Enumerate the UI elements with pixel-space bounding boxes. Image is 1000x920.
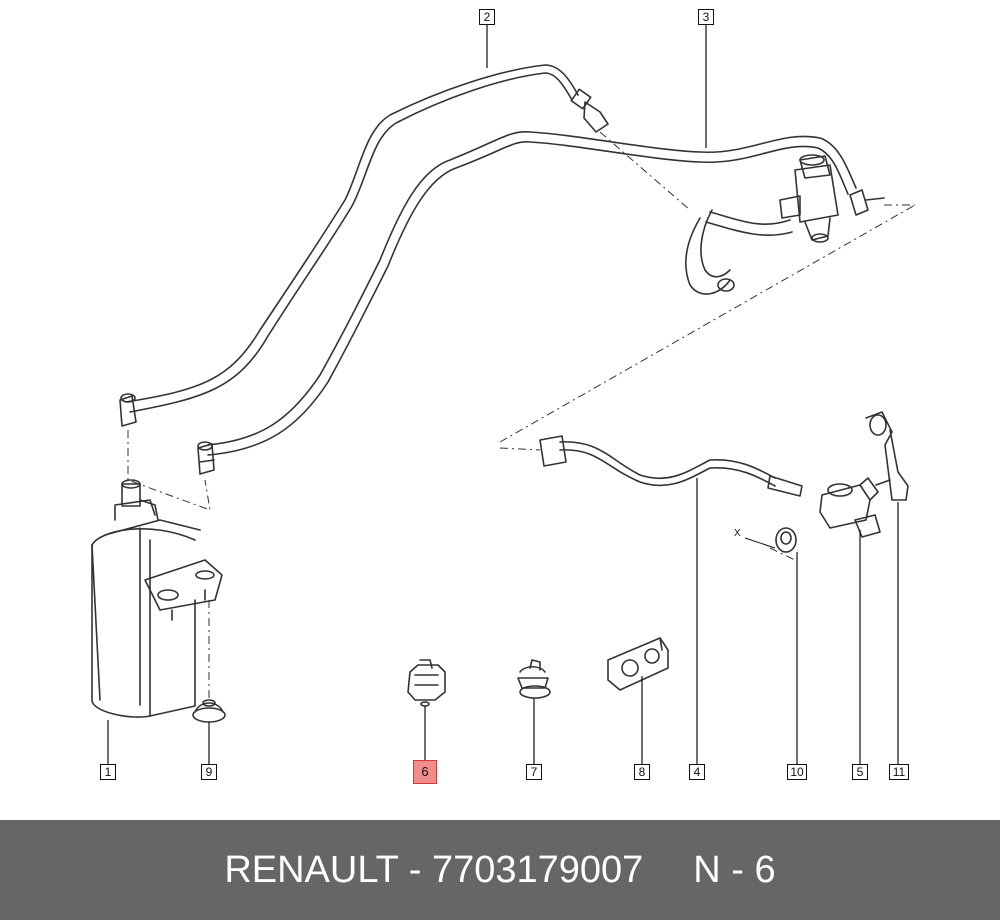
- callout-6: 6: [413, 760, 437, 784]
- callout-1: 1: [100, 764, 116, 780]
- part-number-text: RENAULT - 7703179007: [224, 848, 644, 891]
- parts-diagram: X: [91, 25, 916, 764]
- callout-5-label: 5: [856, 765, 864, 779]
- callout-8: 8: [634, 764, 650, 780]
- grommet-9: [192, 699, 226, 723]
- purge-valve: [779, 154, 885, 243]
- callout-5: 5: [852, 764, 868, 780]
- callout-6-label: 6: [421, 764, 429, 779]
- nut-10: [775, 527, 797, 553]
- diagram-ref-text: N - 6: [693, 848, 776, 891]
- guide-line-10: [769, 547, 796, 561]
- callout-7-label: 7: [530, 765, 538, 779]
- callout-3-label: 3: [702, 10, 710, 24]
- hose-3: [207, 130, 857, 456]
- callout-10: 10: [787, 764, 807, 780]
- sensor-module-5: [819, 477, 881, 538]
- callout-11-label: 11: [892, 765, 906, 779]
- callout-3: 3: [698, 9, 714, 25]
- callout-9: 9: [201, 764, 217, 780]
- x-marker: X: [734, 528, 776, 549]
- clip-6: [407, 659, 446, 707]
- footer-banner: RENAULT - 7703179007 N - 6: [0, 820, 1000, 920]
- harness-4: [539, 435, 803, 497]
- canister: [91, 479, 223, 718]
- svg-text:X: X: [734, 528, 741, 539]
- callout-2-label: 2: [483, 10, 491, 24]
- hose-2-left-connector: [119, 393, 137, 427]
- callout-11: 11: [889, 764, 909, 780]
- valve-lower-hose: [685, 209, 793, 295]
- callout-4: 4: [689, 764, 705, 780]
- callout-4-label: 4: [693, 765, 701, 779]
- clip-7: [517, 659, 551, 699]
- guide-line-canister: [127, 430, 211, 511]
- callout-1-label: 1: [104, 765, 112, 779]
- hose-2-connector: [570, 88, 609, 133]
- guide-line-panel-upper: [499, 204, 916, 443]
- callout-9-label: 9: [205, 765, 213, 779]
- callout-7: 7: [526, 764, 542, 780]
- bracket-11: [865, 411, 909, 501]
- callout-8-label: 8: [638, 765, 646, 779]
- clip-8: [607, 637, 669, 691]
- callout-2: 2: [479, 9, 495, 25]
- callout-10-label: 10: [790, 765, 804, 779]
- guide-line-valve: [599, 131, 691, 211]
- guide-line-sensor: [499, 447, 541, 451]
- hose-3-left-connector: [197, 441, 215, 475]
- hose-2: [125, 64, 579, 413]
